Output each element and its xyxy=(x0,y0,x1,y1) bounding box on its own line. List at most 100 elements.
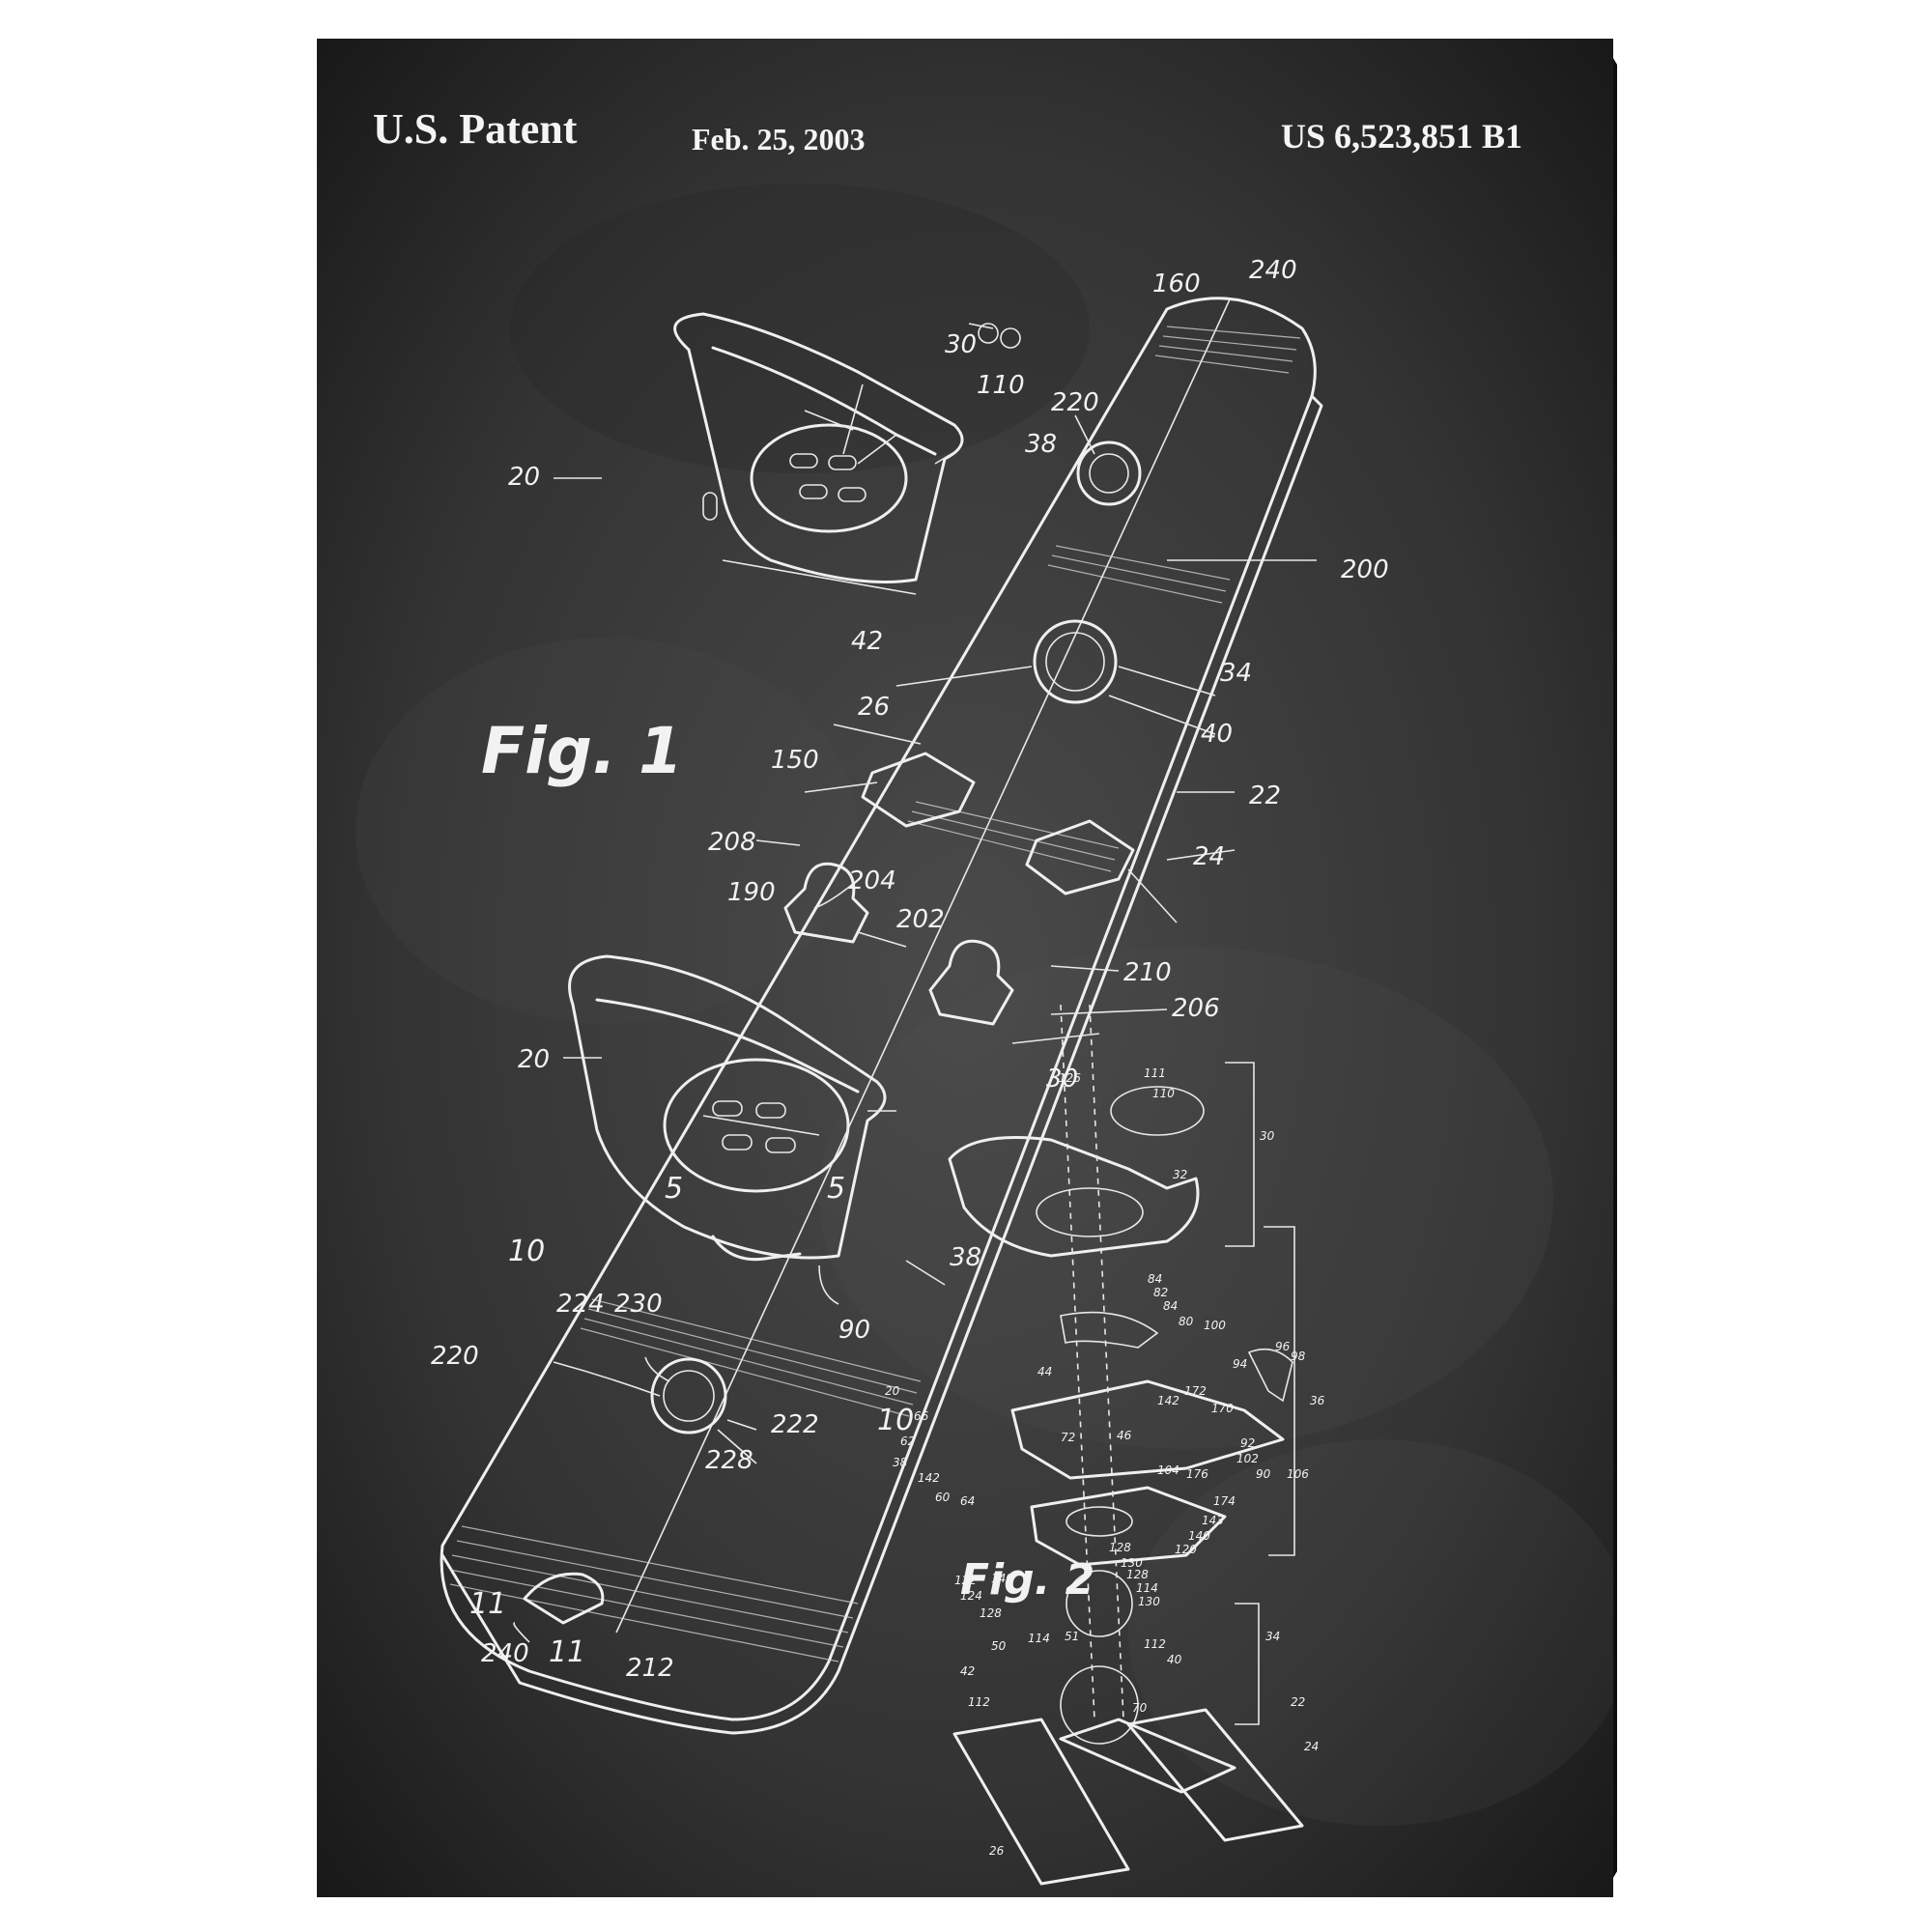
ref-label: 204 xyxy=(848,867,896,895)
ref-label: 10 xyxy=(877,1404,914,1437)
ref-label: 130 xyxy=(1121,1556,1143,1570)
ref-label: 34 xyxy=(1265,1630,1280,1643)
patent-drawing: 160 240 30 110 220 38 20 200 42 34 26 40… xyxy=(431,256,1389,1886)
ref-label: 38 xyxy=(893,1456,908,1469)
ref-label: 92 xyxy=(1240,1436,1255,1450)
ref-label: 22 xyxy=(1291,1695,1305,1709)
ref-label: 84 xyxy=(1163,1299,1178,1313)
ref-label: 230 xyxy=(614,1290,663,1319)
ref-label: 5 xyxy=(827,1172,845,1206)
ref-label: 128 xyxy=(980,1606,1002,1620)
ref-label: 114 xyxy=(1028,1632,1050,1645)
ref-label: 20 xyxy=(885,1384,900,1398)
fig2-caption: Fig. 2 xyxy=(960,1555,1094,1605)
ref-label: 26 xyxy=(858,693,890,722)
patent-date: Feb. 25, 2003 xyxy=(692,122,866,156)
ref-label: 240 xyxy=(481,1639,529,1668)
ref-label: 220 xyxy=(1051,388,1099,417)
ref-label: 72 xyxy=(1061,1431,1075,1444)
ref-label: 170 xyxy=(1211,1402,1234,1415)
snowboard-outline xyxy=(440,297,1323,1735)
ref-label: 66 xyxy=(914,1409,929,1423)
ref-label: 36 xyxy=(1310,1394,1325,1407)
ref-label: 206 xyxy=(1172,994,1220,1023)
ref-label: 70 xyxy=(1132,1701,1148,1715)
ref-label: 114 xyxy=(1136,1581,1158,1595)
leader-lines xyxy=(513,323,1317,1643)
patent-label: U.S. Patent xyxy=(373,105,578,153)
ref-label: 130 xyxy=(1138,1595,1160,1608)
ref-label: 106 xyxy=(1287,1467,1309,1481)
ref-label: 102 xyxy=(1236,1452,1259,1465)
ref-label: 112 xyxy=(1144,1637,1166,1651)
ref-label: 220 xyxy=(431,1342,479,1371)
ref-label: 104 xyxy=(1157,1463,1179,1477)
ref-label: 90 xyxy=(1256,1467,1271,1481)
ref-label: 40 xyxy=(1167,1653,1182,1666)
ref-label: 30 xyxy=(945,330,977,359)
ref-label: 142 xyxy=(918,1471,940,1485)
ref-label: 143 xyxy=(1202,1514,1224,1527)
ref-label: 172 xyxy=(1184,1384,1207,1398)
ref-label: 44 xyxy=(1037,1365,1052,1378)
ref-label: 32 xyxy=(1173,1168,1187,1181)
ref-label: 240 xyxy=(1249,256,1297,285)
ref-label: 82 xyxy=(1153,1286,1168,1299)
ref-label: 160 xyxy=(1152,270,1201,298)
ref-label: 124 xyxy=(960,1589,982,1603)
ref-label: 11 xyxy=(469,1587,506,1621)
ref-label: 30 xyxy=(1046,1065,1078,1094)
ref-label: 200 xyxy=(1341,555,1389,584)
ref-label: 140 xyxy=(1188,1529,1210,1543)
ref-label: 5 xyxy=(665,1172,683,1206)
ref-label: 24 xyxy=(1193,842,1225,871)
ref-label: 120 xyxy=(1175,1543,1197,1556)
ref-label: 34 xyxy=(1220,659,1252,688)
ref-label: 42 xyxy=(960,1664,975,1678)
ref-label: 24 xyxy=(1304,1740,1319,1753)
ref-label: 224 xyxy=(556,1290,605,1319)
ref-label: 22 xyxy=(1249,781,1281,810)
ref-label: 26 xyxy=(989,1844,1005,1858)
ref-label: 110 xyxy=(1152,1087,1175,1100)
fig1-caption: Fig. 1 xyxy=(481,714,683,788)
chalkboard-texture xyxy=(317,39,1613,1897)
ref-label: 11 xyxy=(549,1635,585,1669)
ref-label: 94 xyxy=(1233,1357,1247,1371)
ref-label: 40 xyxy=(1201,720,1233,749)
ref-label: 42 xyxy=(851,627,883,656)
ref-label: 90 xyxy=(838,1316,870,1345)
exploded-assembly xyxy=(948,1004,1304,1886)
ref-label: 10 xyxy=(508,1235,545,1268)
ref-label: 122 xyxy=(954,1574,977,1587)
ref-label: 50 xyxy=(991,1639,1007,1653)
ref-label: 111 xyxy=(1144,1066,1166,1080)
ref-label: 126 xyxy=(1059,1071,1081,1085)
ref-label: 190 xyxy=(727,878,776,907)
ref-label: 212 xyxy=(626,1654,674,1683)
ref-label: 30 xyxy=(1260,1129,1275,1143)
ref-label: 98 xyxy=(1291,1350,1306,1363)
ref-label: 38 xyxy=(950,1243,981,1272)
ref-label: 150 xyxy=(771,746,819,775)
ref-label: 64 xyxy=(960,1494,975,1508)
ref-label: 84 xyxy=(1148,1272,1162,1286)
ref-label: 96 xyxy=(1275,1340,1291,1353)
ref-label: 140 xyxy=(991,1572,1013,1585)
ref-label: 128 xyxy=(1126,1568,1149,1581)
ref-label: 128 xyxy=(1109,1541,1131,1554)
ref-label: 62 xyxy=(900,1435,915,1448)
ref-label: 38 xyxy=(1025,430,1057,459)
ref-label: 20 xyxy=(508,463,540,492)
lower-binding xyxy=(568,954,887,1262)
ref-label: 202 xyxy=(896,905,945,934)
ref-label: 174 xyxy=(1213,1494,1236,1508)
ref-label: 20 xyxy=(518,1045,550,1074)
patent-canvas-print: U.S. Patent Feb. 25, 2003 US 6,523,851 B… xyxy=(317,39,1613,1897)
ref-label: 222 xyxy=(771,1410,819,1439)
ref-label: 210 xyxy=(1123,958,1172,987)
board-hardware xyxy=(523,323,1142,1625)
board-hatching xyxy=(449,326,1301,1662)
ref-label: 228 xyxy=(705,1446,753,1475)
ref-label: 60 xyxy=(935,1491,951,1504)
